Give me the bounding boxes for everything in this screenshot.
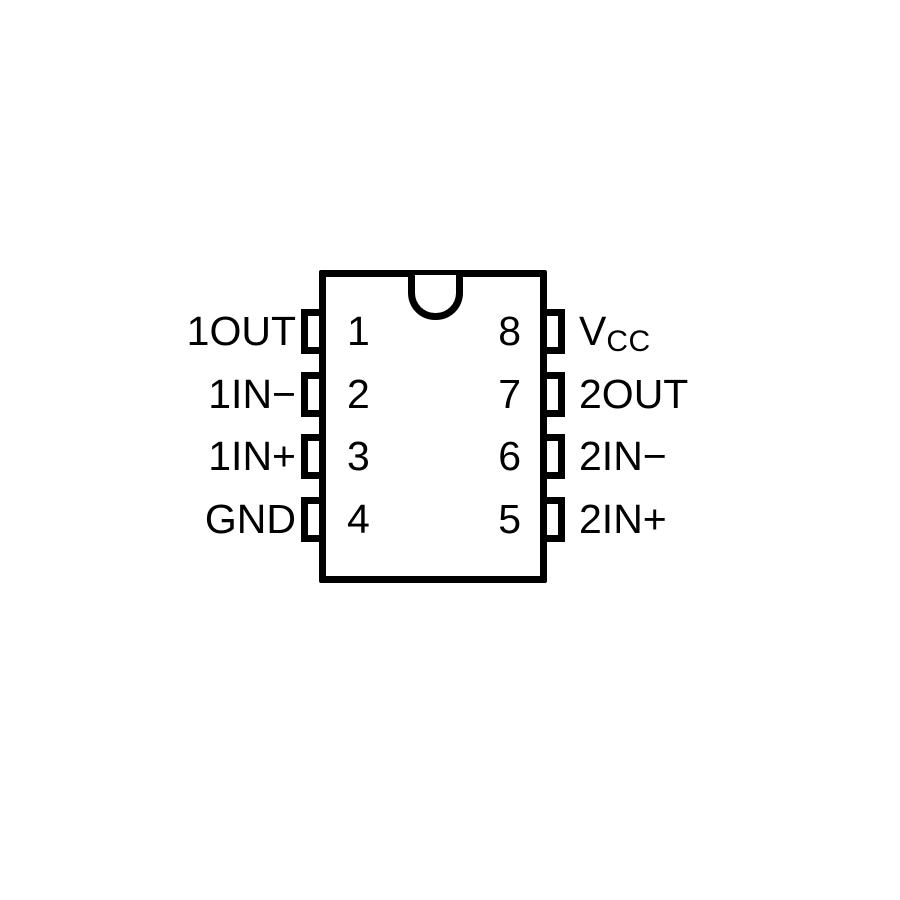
pin-number-6: 6	[498, 433, 521, 479]
pin-label-2in-minus: 2IN−	[579, 433, 667, 479]
pin-label-1in-minus: 1IN−	[208, 371, 296, 417]
pin-label-1out: 1OUT	[186, 308, 296, 354]
vcc-base-text: V	[579, 308, 607, 354]
pin-number-3: 3	[347, 433, 370, 479]
pin-label-2out: 2OUT	[579, 371, 689, 417]
pin-number-5: 5	[498, 496, 521, 542]
pin-label-gnd: GND	[204, 496, 296, 542]
pin-number-4: 4	[347, 496, 370, 542]
pin-number-1: 1	[347, 308, 370, 354]
pin-number-2: 2	[347, 371, 370, 417]
pin-number-7: 7	[498, 371, 521, 417]
pin-label-1in-plus: 1IN+	[208, 433, 296, 479]
pin1-notch-icon	[408, 275, 463, 320]
vcc-subscript-text: CC	[606, 324, 651, 358]
chip-body	[319, 270, 547, 583]
pin-number-8: 8	[498, 308, 521, 354]
pin-label-2in-plus: 2IN+	[579, 496, 667, 542]
